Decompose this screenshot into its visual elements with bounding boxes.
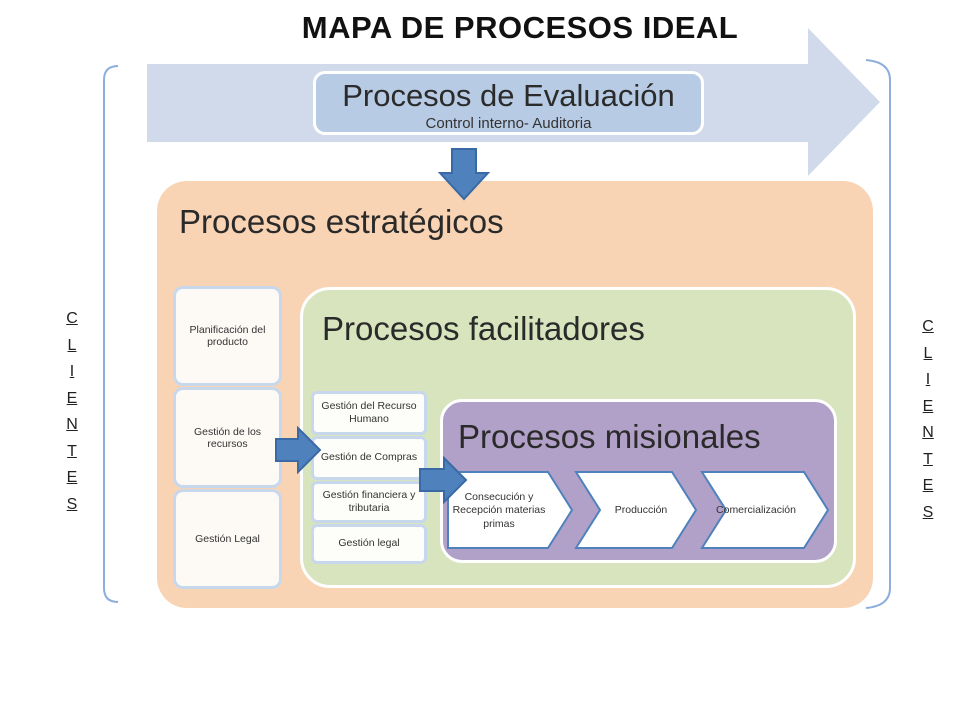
misional-step: Comercialización [716, 504, 796, 517]
clientes-letter: N [922, 424, 934, 441]
clientes-letter: E [66, 469, 78, 486]
down-arrow-icon [438, 148, 490, 201]
clientes-letter: E [922, 397, 934, 415]
estrategico-item: Planificación del producto [173, 286, 282, 386]
facilitadores-title: Procesos facilitadores [322, 310, 645, 347]
page-title: MAPA DE PROCESOS IDEAL [301, 10, 739, 45]
clientes-letter: E [66, 389, 78, 407]
misional-step: Consecución y Recepción materias primas [452, 491, 546, 530]
clientes-letter: N [66, 416, 78, 433]
misional-step: Producción [614, 504, 668, 517]
facilitador-item: Gestión de Compras [311, 436, 427, 480]
chevron-step [700, 471, 830, 549]
estrategico-item: Gestión de los recursos [173, 387, 282, 488]
facilitador-item: Gestión legal [311, 524, 427, 564]
chevron-step [447, 471, 574, 549]
estrategico-item: Gestión Legal [173, 489, 282, 589]
right-bracket [865, 59, 891, 609]
right-arrow-icon [275, 426, 322, 474]
evaluacion-subtitle: Control interno- Auditoria [425, 115, 592, 132]
evaluacion-box: Procesos de Evaluación Control interno- … [313, 71, 704, 135]
clientes-letter: I [69, 363, 75, 380]
left-bracket [103, 65, 119, 603]
clientes-letter: S [66, 495, 78, 513]
misionales-title: Procesos misionales [458, 418, 761, 455]
clientes-letter: L [923, 344, 933, 362]
clientes-letter: L [67, 336, 77, 354]
misional-chevrons [447, 471, 830, 549]
clientes-letter: T [923, 450, 933, 468]
clientes-letter: S [922, 503, 934, 521]
clientes-right-label: C L I E N T E S [918, 314, 938, 526]
clientes-letter: C [922, 318, 934, 335]
estrategicos-title: Procesos estratégicos [179, 203, 504, 240]
clientes-letter: C [66, 310, 78, 327]
clientes-letter: I [925, 371, 931, 388]
facilitador-item: Gestión del Recurso Humano [311, 391, 427, 435]
evaluacion-title: Procesos de Evaluación [342, 78, 675, 113]
clientes-left-label: C L I E N T E S [62, 306, 82, 518]
clientes-letter: T [67, 442, 77, 460]
right-arrow-icon [419, 456, 468, 504]
facilitador-item: Gestión financiera y tributaria [311, 481, 427, 523]
chevron-step [574, 471, 698, 549]
clientes-letter: E [922, 477, 934, 494]
